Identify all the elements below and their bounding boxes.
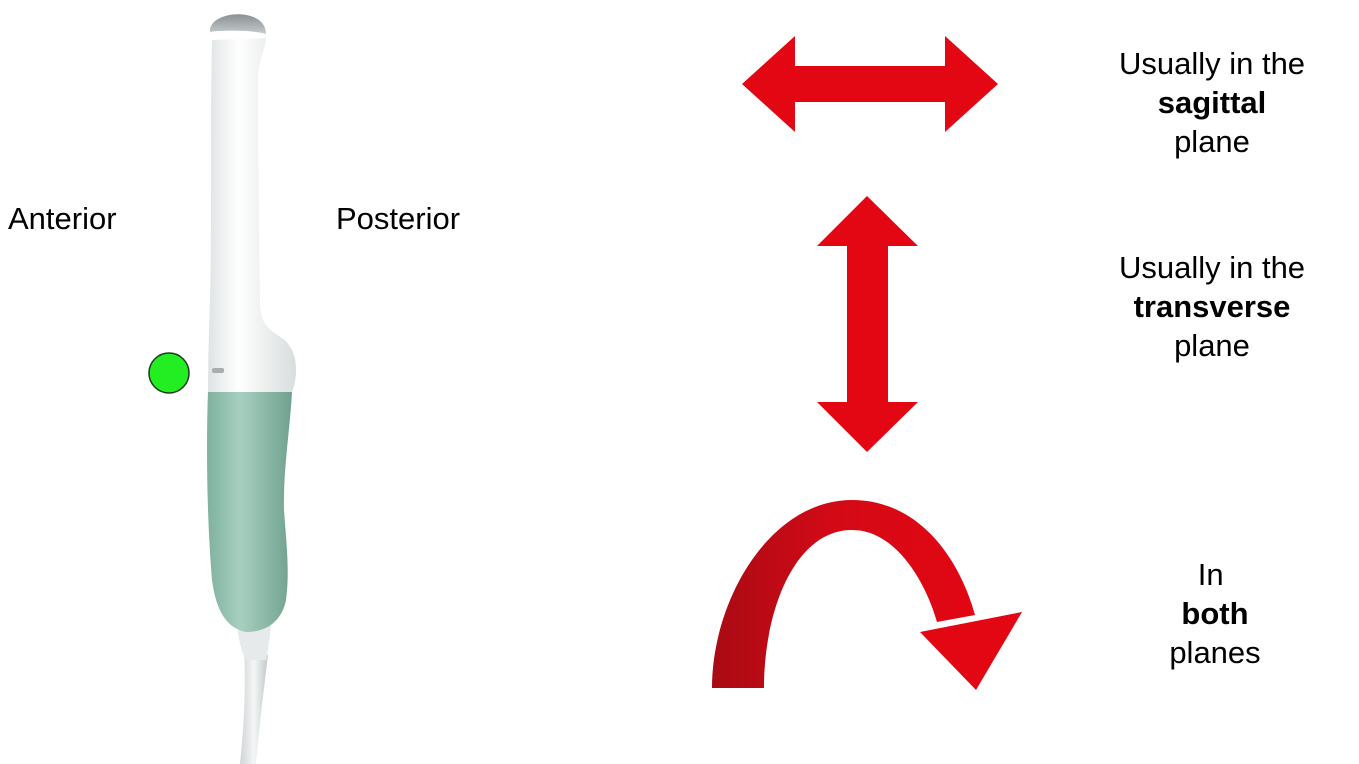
orientation-marker-dot	[148, 352, 190, 394]
caption-sagittal: Usually in the sagittal plane	[1097, 44, 1327, 161]
probe-tip	[209, 14, 266, 34]
caption-both-prefix: In	[1197, 557, 1233, 592]
vertical-double-arrow-icon	[817, 196, 918, 452]
probe-orientation-notch	[212, 368, 224, 373]
caption-transverse: Usually in the transverse plane	[1097, 248, 1327, 365]
caption-both-emphasis: both	[1181, 596, 1249, 631]
caption-both: In both planes	[1115, 555, 1315, 672]
probe-cable	[240, 650, 268, 764]
caption-transverse-line1: Usually in the	[1118, 250, 1306, 285]
curved-arrow-head	[920, 612, 1022, 690]
probe-shaft	[208, 38, 297, 392]
posterior-label: Posterior	[336, 201, 461, 236]
caption-transverse-line3: plane	[1174, 328, 1250, 363]
caption-transverse-emphasis: transverse	[1133, 289, 1291, 324]
probe-grip	[207, 390, 292, 632]
transvaginal-ultrasound-probe-icon	[207, 14, 297, 764]
caption-both-line3: planes	[1169, 635, 1261, 670]
curved-arrow-band	[712, 500, 975, 688]
caption-sagittal-emphasis: sagittal	[1157, 85, 1267, 120]
anterior-label: Anterior	[8, 201, 117, 236]
caption-sagittal-line3: plane	[1174, 124, 1250, 159]
horizontal-double-arrow-icon	[742, 36, 998, 132]
curved-rotation-arrow-icon	[712, 500, 1022, 690]
caption-sagittal-line1: Usually in the	[1118, 46, 1306, 81]
